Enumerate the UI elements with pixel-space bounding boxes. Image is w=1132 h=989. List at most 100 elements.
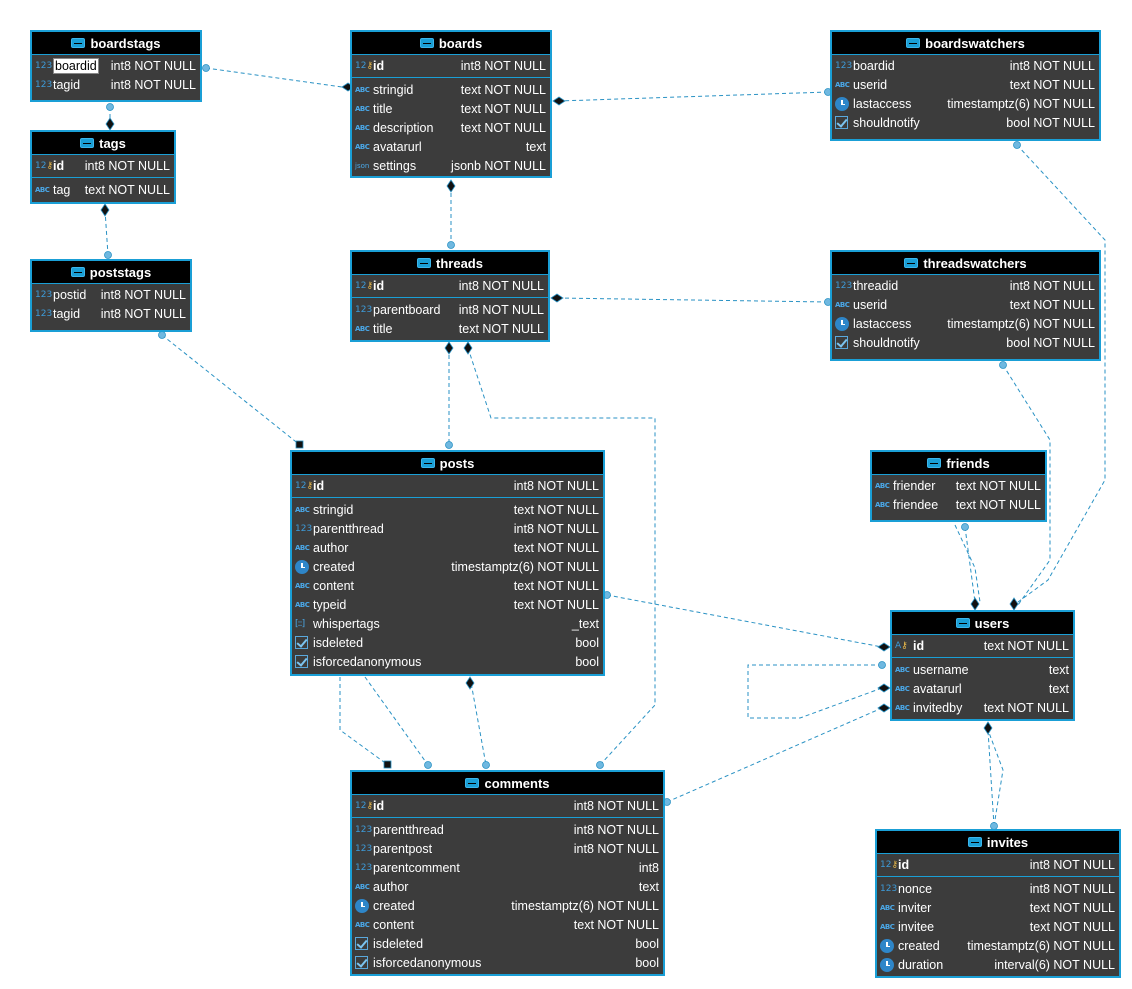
clock-icon [295, 559, 309, 574]
entity-header[interactable]: boards [352, 32, 550, 55]
table-icon [955, 618, 970, 628]
entity-header[interactable]: comments [352, 772, 663, 795]
diamond-threads-bottom-b [463, 341, 473, 355]
txt-type-icon: ABC [355, 123, 370, 132]
entity-header[interactable]: tags [32, 132, 174, 155]
column-name: stringid [373, 82, 414, 97]
txt-type-icon: ABC [295, 505, 310, 514]
column-type: timestamptz(6) NOT NULL [451, 559, 599, 574]
column-name: userid [853, 77, 888, 92]
entity-header[interactable]: threads [352, 252, 548, 275]
entity-header[interactable]: invites [877, 831, 1119, 854]
txt-type-icon: ABC [295, 581, 310, 590]
column-type: int8 [638, 860, 659, 875]
entity-header[interactable]: boardstags [32, 32, 200, 55]
column-name: content [373, 917, 415, 932]
entity-header[interactable]: posts [292, 452, 603, 475]
column-type: text NOT NULL [84, 182, 170, 197]
entity-header[interactable]: boardswatchers [832, 32, 1099, 55]
entity-header[interactable]: friends [872, 452, 1045, 475]
column-row[interactable]: [::]whispertags_text [292, 614, 603, 633]
link-posts-users [606, 594, 883, 648]
entity-title: threads [436, 255, 483, 271]
column-name: lastaccess [853, 316, 912, 331]
column-name: nonce [898, 881, 933, 896]
table-icon [906, 38, 921, 48]
primary-key-icon: 12⚷ [880, 859, 899, 870]
column-type: text NOT NULL [1029, 919, 1115, 934]
num-type-icon: 123 [35, 308, 53, 319]
column-name: duration [898, 957, 944, 972]
entity-header[interactable]: poststags [32, 261, 190, 284]
entity-header[interactable]: threadswatchers [832, 252, 1099, 275]
column-type: bool [575, 654, 599, 669]
entity-header[interactable]: users [892, 612, 1073, 635]
